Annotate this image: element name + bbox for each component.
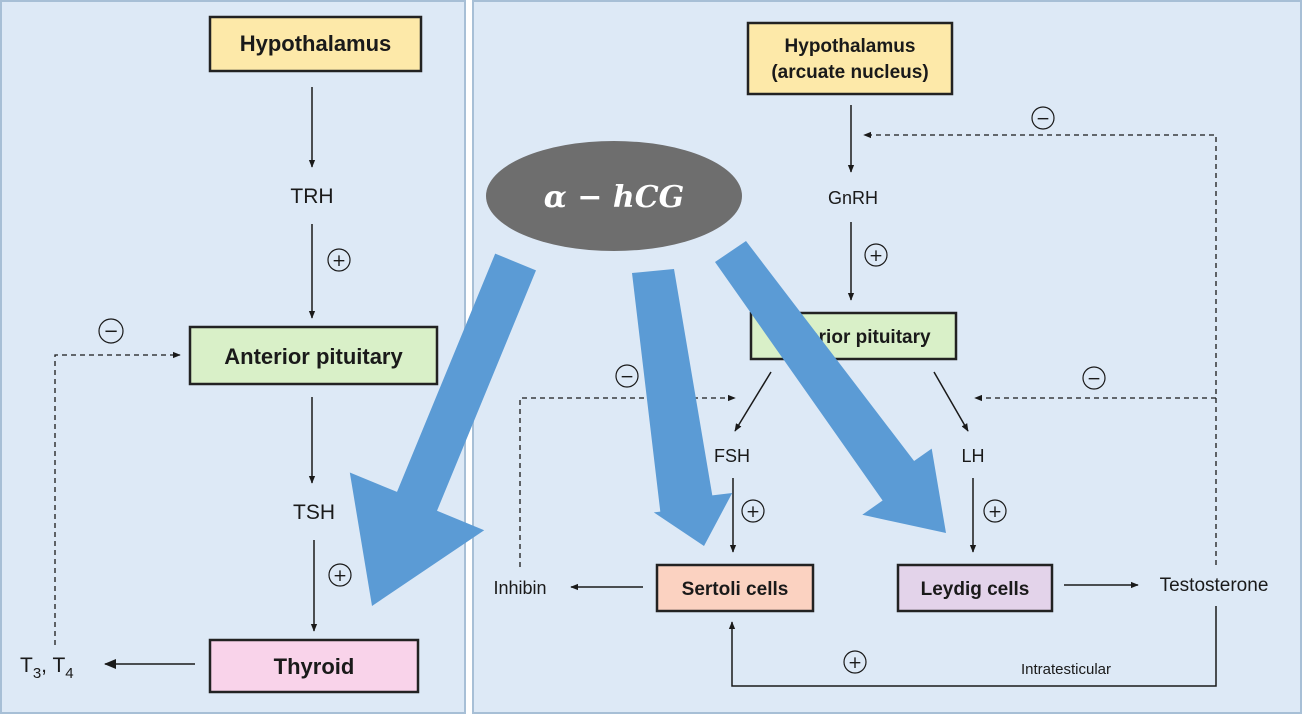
plus-sign-icon: + [328,563,352,587]
sertoli-cells-label: Sertoli cells [682,579,789,600]
leydig-cells-box: Leydig cells [896,563,1054,613]
thyroid-label: Thyroid [274,654,355,679]
svg-text:+: + [848,653,862,673]
svg-text:+: + [746,502,760,522]
gnrh-label: GnRH [828,188,878,208]
svg-text:−: − [103,321,118,342]
plus-sign-icon: + [843,650,867,674]
minus-sign-icon: − [615,364,639,388]
arcuate-nucleus-label: (arcuate nucleus) [771,62,928,83]
svg-text:+: + [869,246,883,266]
lh-label: LH [961,446,984,466]
inhibin-negative-feedback-arrow [519,394,736,567]
tsh-label: TSH [293,501,335,524]
trh-label: TRH [290,185,333,208]
plus-sign-icon: + [327,248,351,272]
hcg-to-thyroid-arrow [349,253,536,606]
left-anterior-pituitary-box: Anterior pituitary [188,325,439,386]
sertoli-cells-box: Sertoli cells [655,563,815,613]
right-hypothalamus-box: Hypothalamus (arcuate nucleus) [746,21,954,96]
right-hypothalamus-label: Hypothalamus [785,36,916,57]
plus-sign-icon: + [864,243,888,267]
intratesticular-label: Intratesticular [1021,661,1111,678]
svg-text:−: − [620,367,634,387]
svg-text:+: + [332,251,346,271]
pituitary-to-fsh-arrow [734,371,772,432]
inhibin-label: Inhibin [493,578,546,598]
t3-t4-label: T3, T4 [20,654,74,682]
plus-sign-icon: + [983,499,1007,523]
hcg-to-leydig-arrow [715,241,946,533]
leydig-cells-label: Leydig cells [921,579,1030,600]
thyroid-box: Thyroid [208,638,420,694]
svg-text:+: + [988,502,1002,522]
minus-sign-icon: − [98,318,124,344]
svg-text:+: + [333,566,347,586]
hcg-ellipse: α − hCG [486,141,742,251]
plus-sign-icon: + [741,499,765,523]
t3t4-negative-feedback-arrow [54,351,181,645]
intratesticular-testosterone-arrow [728,606,1217,687]
pituitary-to-lh-arrow [933,371,969,432]
testosterone-label: Testosterone [1160,575,1269,596]
minus-sign-icon: − [1082,366,1106,390]
hcg-to-sertoli-arrow [632,269,733,546]
svg-text:−: − [1036,109,1050,129]
left-anterior-pituitary-label: Anterior pituitary [224,344,403,369]
left-hypothalamus-box: Hypothalamus [208,15,423,73]
fsh-label: FSH [714,446,750,466]
svg-text:−: − [1087,369,1101,389]
hcg-label: α − hCG [544,180,684,215]
minus-sign-icon: − [1031,106,1055,130]
left-hypothalamus-label: Hypothalamus [240,31,392,56]
